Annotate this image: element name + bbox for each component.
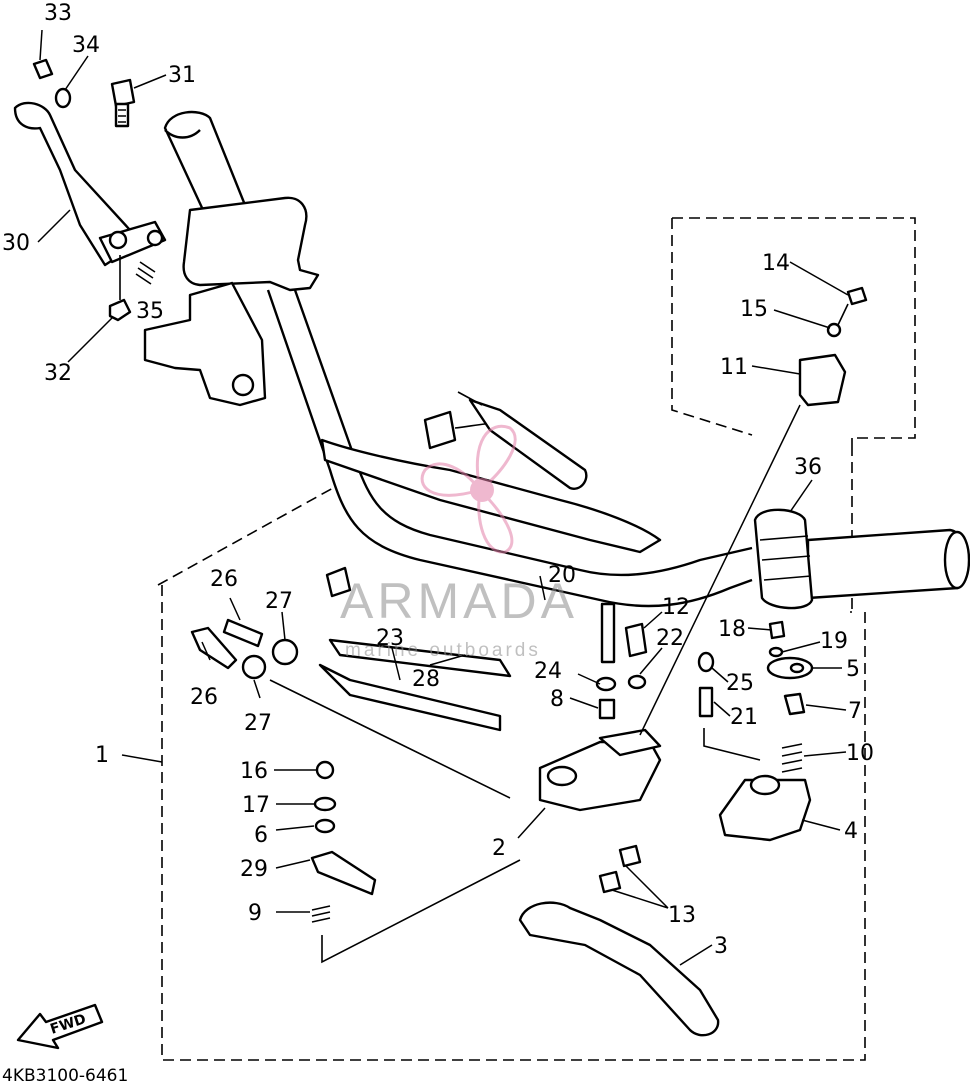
callout-20: 20 — [548, 563, 576, 588]
lever-3 — [518, 901, 720, 1037]
callout-6: 6 — [254, 823, 268, 848]
drawing-code: 4KB3100-6461 — [2, 1066, 128, 1084]
master-cylinder-2 — [538, 602, 662, 894]
callout-5: 5 — [846, 657, 860, 682]
callout-27-bottom: 27 — [244, 711, 272, 736]
watermark: ARMADA marine outboards — [340, 424, 578, 661]
callouts: 1 2 3 4 5 6 7 8 9 10 11 12 13 14 15 16 1… — [2, 1, 874, 959]
leader-lines — [37, 29, 849, 966]
callout-33: 33 — [44, 1, 72, 26]
callout-10: 10 — [846, 741, 874, 766]
left-lever-assembly — [13, 58, 167, 322]
callout-28: 28 — [412, 667, 440, 692]
callout-34: 34 — [72, 33, 100, 58]
callout-2: 2 — [492, 836, 506, 861]
callout-31: 31 — [168, 63, 196, 88]
callout-21: 21 — [730, 705, 758, 730]
callout-12: 12 — [662, 595, 690, 620]
callout-36: 36 — [794, 455, 822, 480]
callout-26-top: 26 — [210, 567, 238, 592]
callout-25: 25 — [726, 671, 754, 696]
callout-3: 3 — [714, 934, 728, 959]
callout-32: 32 — [44, 361, 72, 386]
callout-29: 29 — [240, 857, 268, 882]
callout-27-top: 27 — [265, 589, 293, 614]
assembly-boundary-switch — [671, 217, 916, 445]
callout-1: 1 — [95, 743, 109, 768]
callout-7: 7 — [848, 699, 862, 724]
callout-22: 22 — [656, 626, 684, 651]
propeller-logo-icon — [420, 424, 517, 554]
fwd-arrow-icon: FWD — [16, 1003, 104, 1050]
callout-4: 4 — [844, 819, 858, 844]
callout-18: 18 — [718, 617, 746, 642]
handlebar — [143, 110, 970, 610]
callout-16: 16 — [240, 759, 268, 784]
callout-17: 17 — [242, 793, 270, 818]
switch-11-assembly — [798, 286, 868, 407]
callout-15: 15 — [740, 297, 768, 322]
right-housing-4 — [697, 620, 814, 842]
callout-24: 24 — [534, 659, 562, 684]
callout-8: 8 — [550, 687, 564, 712]
callout-30: 30 — [2, 231, 30, 256]
watermark-tagline: marine outboards — [345, 640, 541, 661]
callout-23: 23 — [376, 626, 404, 651]
callout-9: 9 — [248, 901, 262, 926]
callout-26-bottom: 26 — [190, 685, 218, 710]
callout-19: 19 — [820, 629, 848, 654]
callout-14: 14 — [762, 251, 790, 276]
callout-13: 13 — [668, 903, 696, 928]
callout-11: 11 — [720, 355, 748, 380]
callout-35: 35 — [136, 299, 164, 324]
watermark-brand: ARMADA — [340, 573, 578, 629]
